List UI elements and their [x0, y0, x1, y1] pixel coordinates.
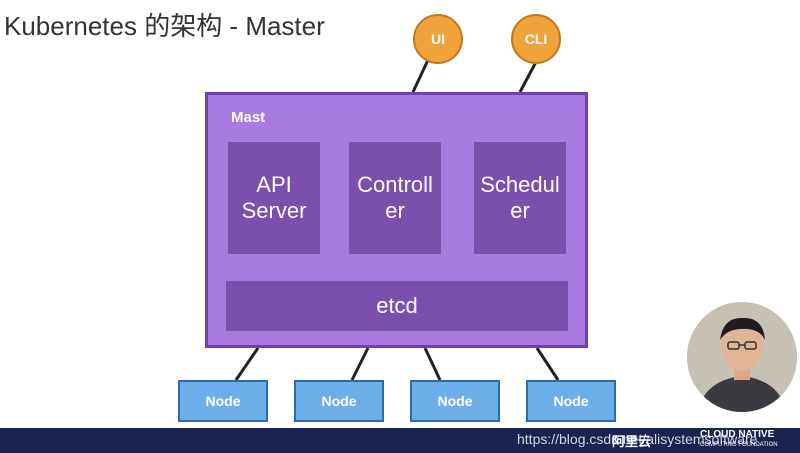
- link-ui-master: [411, 59, 430, 93]
- client-ui: UI: [413, 14, 463, 64]
- node-box-4: Node: [526, 380, 616, 422]
- link-cli-master: [518, 59, 539, 93]
- link-master-node-4: [535, 347, 560, 381]
- cncf-logo-subtitle: COMPUTING FOUNDATION: [700, 442, 778, 448]
- api-server-box: API Server: [228, 142, 320, 254]
- client-cli: CLI: [511, 14, 561, 64]
- master-box: Mast API Server Controll er Schedul er e…: [205, 92, 588, 348]
- node-box-1: Node: [178, 380, 268, 422]
- node-box-3: Node: [410, 380, 500, 422]
- link-master-node-2: [350, 347, 370, 381]
- footer-bar: https://blog.csdn.net/alisystemsoftware …: [0, 428, 800, 453]
- watermark-url: https://blog.csdn.net/alisystemsoftware: [517, 431, 758, 447]
- aliyun-logo: 阿里云: [612, 434, 652, 449]
- scheduler-box: Schedul er: [474, 142, 566, 254]
- page-title: Kubernetes 的架构 - Master: [4, 11, 325, 41]
- person-icon: [687, 302, 797, 412]
- cncf-logo-title: CLOUD NATIVE: [700, 429, 775, 440]
- link-master-node-3: [423, 347, 442, 381]
- master-label: Mast: [231, 109, 266, 126]
- speaker-video: [687, 302, 797, 412]
- link-master-node-1: [234, 347, 260, 381]
- controller-box: Controll er: [349, 142, 441, 254]
- cncf-logo: CLOUD NATIVE COMPUTING FOUNDATION: [700, 430, 778, 450]
- node-box-2: Node: [294, 380, 384, 422]
- etcd-box: etcd: [226, 281, 568, 331]
